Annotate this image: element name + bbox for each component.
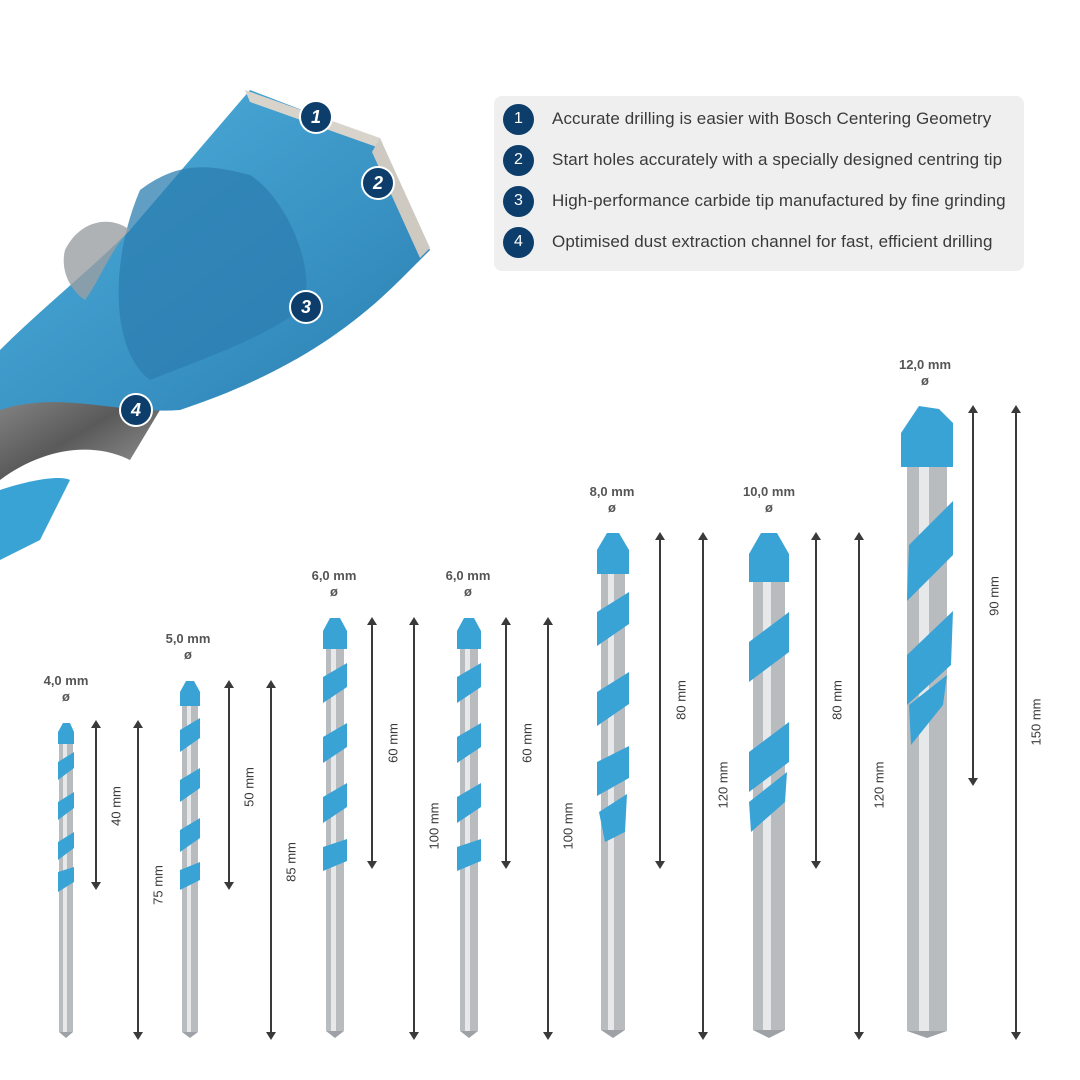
drill-tip-closeup: 1 2 3 4 bbox=[0, 80, 440, 560]
diameter-symbol: ø bbox=[184, 647, 192, 662]
number-badge: 1 bbox=[503, 103, 534, 135]
number-badge: 2 bbox=[503, 144, 534, 176]
working-length-label: 60 mm bbox=[385, 723, 401, 763]
diameter-symbol: ø bbox=[330, 584, 338, 599]
feature-item: 1 Accurate drilling is easier with Bosch… bbox=[503, 102, 991, 136]
drill-bit-image bbox=[749, 533, 789, 1038]
total-length-arrow bbox=[543, 617, 553, 1040]
working-length-arrow bbox=[224, 680, 234, 890]
diameter-label: 6,0 mm bbox=[445, 568, 491, 583]
feature-text: Optimised dust extraction channel for fa… bbox=[552, 232, 993, 251]
feature-item: 4 Optimised dust extraction channel for … bbox=[503, 225, 993, 259]
diameter-label: 5,0 mm bbox=[165, 631, 211, 646]
drill-bit-image bbox=[58, 723, 74, 1038]
diameter-symbol: ø bbox=[464, 584, 472, 599]
callout-4: 4 bbox=[119, 393, 153, 427]
total-length-label: 120 mm bbox=[715, 761, 731, 809]
total-length-label: 75 mm bbox=[150, 865, 166, 905]
total-length-label: 120 mm bbox=[871, 761, 887, 809]
diameter-symbol: ø bbox=[62, 689, 70, 704]
drill-bit-image bbox=[597, 533, 629, 1038]
total-length-arrow bbox=[266, 680, 276, 1040]
feature-text: High-performance carbide tip manufacture… bbox=[552, 191, 1006, 210]
drill-bit-image bbox=[457, 618, 481, 1038]
diameter-label: 6,0 mm bbox=[311, 568, 357, 583]
drill-tip-illustration bbox=[0, 90, 430, 560]
working-length-label: 80 mm bbox=[829, 680, 845, 720]
diameter-symbol: ø bbox=[765, 500, 773, 515]
working-length-arrow bbox=[91, 720, 101, 890]
drill-bit-image bbox=[323, 618, 347, 1038]
total-length-label: 100 mm bbox=[426, 802, 442, 850]
total-length-label: 100 mm bbox=[560, 802, 576, 850]
working-length-label: 80 mm bbox=[673, 680, 689, 720]
working-length-arrow bbox=[501, 617, 511, 869]
feature-item: 3 High-performance carbide tip manufactu… bbox=[503, 184, 1006, 218]
number-badge: 4 bbox=[503, 226, 534, 258]
feature-list-card: 1 Accurate drilling is easier with Bosch… bbox=[494, 96, 1024, 271]
diameter-label: 4,0 mm bbox=[43, 673, 89, 688]
total-length-arrow bbox=[854, 532, 864, 1040]
feature-text: Accurate drilling is easier with Bosch C… bbox=[552, 109, 992, 128]
working-length-label: 60 mm bbox=[519, 723, 535, 763]
total-length-arrow bbox=[698, 532, 708, 1040]
diameter-symbol: ø bbox=[921, 373, 929, 388]
drill-bit-image bbox=[180, 681, 200, 1038]
callout-3: 3 bbox=[289, 290, 323, 324]
working-length-arrow bbox=[655, 532, 665, 869]
callout-1: 1 bbox=[299, 100, 333, 134]
working-length-label: 50 mm bbox=[241, 767, 257, 807]
total-length-label: 85 mm bbox=[283, 842, 299, 882]
callout-2: 2 bbox=[361, 166, 395, 200]
diameter-label: 12,0 mm bbox=[898, 357, 952, 372]
total-length-arrow bbox=[133, 720, 143, 1040]
working-length-label: 40 mm bbox=[108, 786, 124, 826]
feature-item: 2 Start holes accurately with a speciall… bbox=[503, 143, 1002, 177]
total-length-arrow bbox=[409, 617, 419, 1040]
diameter-symbol: ø bbox=[608, 500, 616, 515]
working-length-label: 90 mm bbox=[986, 576, 1002, 616]
feature-text: Start holes accurately with a specially … bbox=[552, 150, 1003, 169]
diameter-label: 10,0 mm bbox=[742, 484, 796, 499]
working-length-arrow bbox=[968, 405, 978, 786]
total-length-arrow bbox=[1011, 405, 1021, 1040]
working-length-arrow bbox=[811, 532, 821, 869]
working-length-arrow bbox=[367, 617, 377, 869]
number-badge: 3 bbox=[503, 185, 534, 217]
diameter-label: 8,0 mm bbox=[589, 484, 635, 499]
total-length-label: 150 mm bbox=[1028, 698, 1044, 746]
drill-bit-image bbox=[901, 406, 953, 1038]
